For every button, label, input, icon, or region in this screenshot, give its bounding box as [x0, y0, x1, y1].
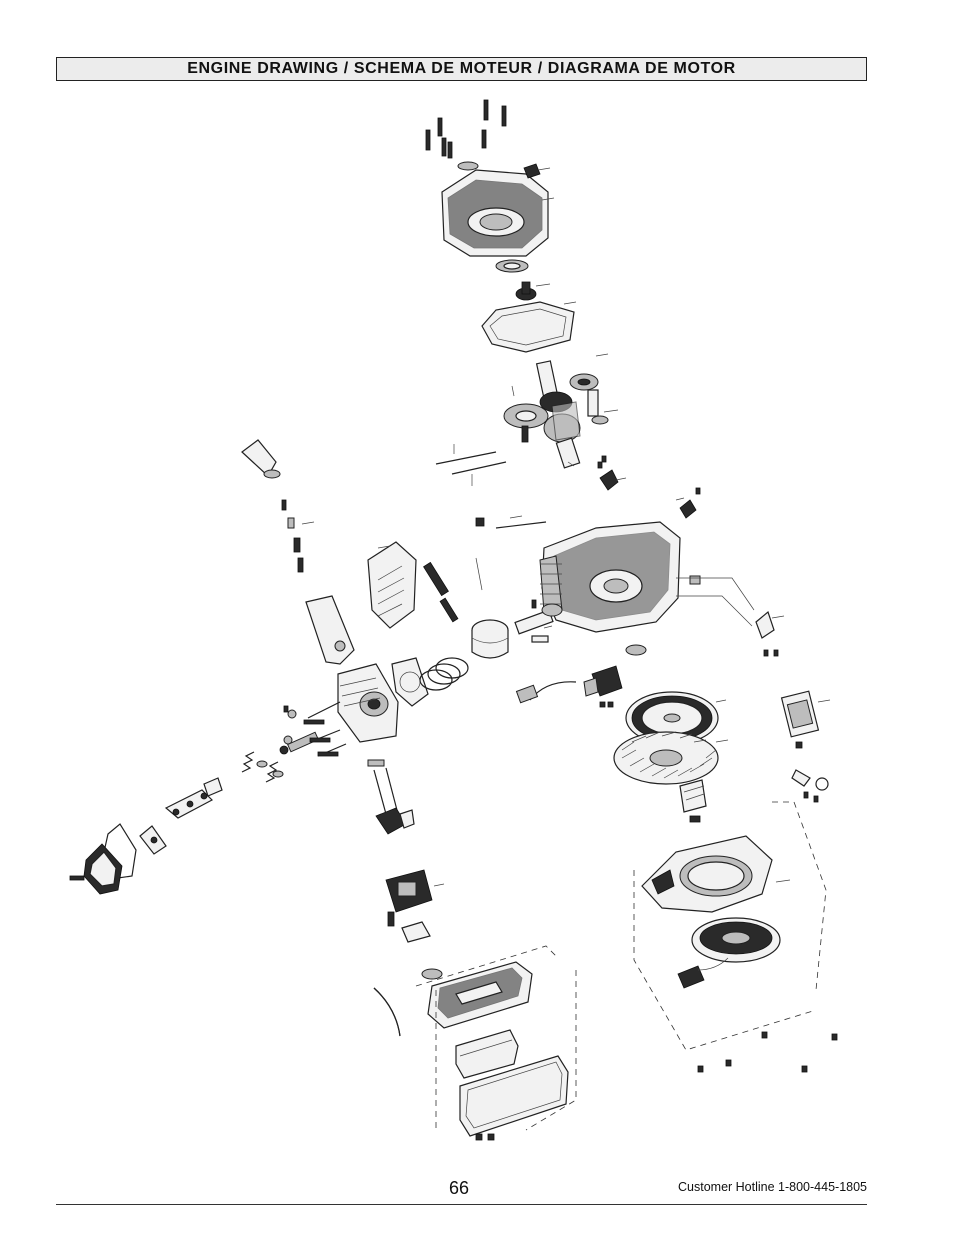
cooling-fan	[613, 731, 729, 785]
starter-terminals	[791, 769, 829, 803]
valve-cover	[69, 843, 123, 895]
piston-pin	[531, 625, 553, 643]
spark-plug	[279, 731, 319, 755]
crankcase-cover	[441, 161, 555, 257]
head-gasket	[391, 657, 429, 707]
crankcase-cover-bolts	[425, 99, 507, 159]
blower-dashed-frame	[633, 801, 827, 1051]
cylinder-head	[337, 663, 399, 743]
starter-bracket	[755, 610, 785, 657]
flywheel-key	[625, 644, 647, 656]
head-bolts	[283, 705, 339, 757]
electric-starter	[780, 690, 831, 749]
oil-level-sensor	[675, 487, 701, 519]
carburetor-gasket	[401, 921, 431, 943]
flywheel	[625, 691, 727, 745]
engine-exploded-diagram	[69, 99, 838, 1141]
page-title: ENGINE DRAWING / SCHEMA DE MOTEUR / DIAG…	[187, 60, 736, 77]
piston	[471, 619, 509, 659]
section-title-box: ENGINE DRAWING / SCHEMA DE MOTEUR / DIAG…	[56, 57, 867, 81]
cam-gear	[503, 385, 549, 443]
valve-spring-set	[423, 557, 483, 623]
blower-housing	[641, 835, 791, 913]
rocker-arms	[164, 777, 223, 819]
push-rods	[435, 444, 507, 486]
intake-insulator	[375, 807, 415, 835]
rocker-plate	[139, 825, 167, 855]
air-filter-bracket	[415, 945, 577, 1131]
customer-hotline: Customer Hotline 1-800-445-1805	[678, 1180, 867, 1194]
air-cleaner-base	[421, 961, 533, 1029]
rocker-cover-boot	[241, 439, 281, 479]
valve-springs	[241, 751, 284, 783]
main-bearing	[495, 259, 529, 273]
governor-gear	[515, 281, 551, 301]
fuel-line	[373, 987, 401, 1037]
piston-rings	[419, 657, 469, 691]
governor-shaft	[475, 515, 547, 529]
blower-screws	[697, 1031, 838, 1073]
engine-block	[539, 521, 681, 633]
ignition-coil	[515, 665, 623, 708]
camshaft	[569, 353, 619, 425]
footer-rule	[56, 1204, 867, 1205]
head-shroud	[367, 541, 417, 629]
governor-arm	[597, 455, 627, 491]
crankcase-gasket	[481, 301, 577, 353]
carburetor	[385, 869, 445, 927]
connecting-rod	[514, 599, 563, 635]
page-number: 66	[449, 1178, 470, 1198]
oil-drain-plug	[676, 575, 755, 627]
starter-cup	[679, 779, 707, 823]
crankshaft	[535, 360, 581, 469]
air-filter-element	[455, 1029, 519, 1079]
rocker-studs	[281, 499, 315, 573]
intake-manifold-studs	[367, 759, 399, 815]
recoil-starter	[677, 917, 781, 989]
baffle-plate	[305, 595, 355, 665]
air-cleaner-cover	[459, 1055, 569, 1141]
